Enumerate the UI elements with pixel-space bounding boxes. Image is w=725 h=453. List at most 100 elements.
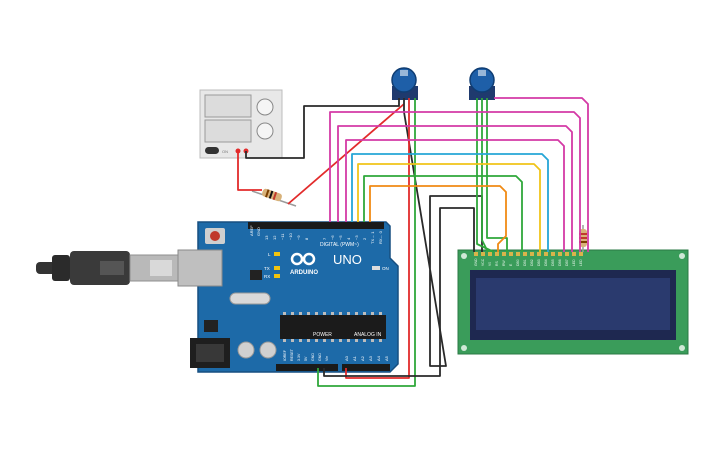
lcd-pin-label: DB2 bbox=[530, 259, 534, 266]
dc-power-supply[interactable]: ON bbox=[199, 89, 283, 159]
digital-pin-label: ~9 bbox=[296, 235, 301, 240]
analog-pin-label: A0 bbox=[344, 355, 349, 361]
wires bbox=[237, 97, 589, 387]
digital-pin-label: 8 bbox=[304, 237, 309, 240]
digital-pin-label: ~6 bbox=[330, 235, 335, 240]
led-rx bbox=[274, 274, 280, 278]
led-l bbox=[274, 252, 280, 256]
wire-cyan bbox=[351, 153, 549, 252]
brand-arduino: ARDUINO bbox=[290, 270, 318, 276]
lcd-pin-label: LED bbox=[579, 259, 583, 266]
analog-pin-label: A1 bbox=[352, 355, 357, 361]
led-rx-label: RX bbox=[264, 274, 270, 279]
digital-pin-label: 12 bbox=[272, 235, 277, 240]
lcd-pin-label: DB1 bbox=[523, 259, 527, 266]
power-pin-labels: IOREF RESET 3.3V 5V GND GND Vin bbox=[283, 348, 329, 361]
crystal-oscillator bbox=[229, 292, 271, 305]
lcd-pin-label: DB4 bbox=[544, 259, 548, 266]
lcd-pin-label: DB5 bbox=[551, 259, 555, 266]
led-tx bbox=[274, 266, 280, 270]
ps-display-2 bbox=[204, 119, 252, 143]
arduino-uno-board[interactable]: L TX RX ON UNO ARDUINO DIGITAL (PWM~) AR… bbox=[177, 221, 399, 373]
wire-yellow bbox=[357, 163, 541, 252]
digital-pin-label: 2 bbox=[362, 237, 367, 240]
on-label: ON bbox=[382, 266, 389, 271]
lcd-pin-label: DB7 bbox=[565, 259, 569, 266]
lcd-pin-labels: GND VCC V0 RS RW E DB0 DB1 DB2 DB3 DB4 D… bbox=[474, 258, 583, 266]
voltage-regulator bbox=[204, 320, 218, 332]
lcd-16x2-display[interactable]: GND VCC V0 RS RW E DB0 DB1 DB2 DB3 DB4 D… bbox=[457, 249, 689, 355]
aref-label: AREF bbox=[249, 225, 254, 236]
wire-green-mid bbox=[363, 175, 523, 252]
arduino-logo-icon bbox=[290, 252, 316, 266]
wire-magenta-2 bbox=[329, 111, 581, 252]
lcd-screen bbox=[476, 278, 670, 330]
ps-knob-current[interactable] bbox=[256, 122, 274, 140]
resistor-2[interactable] bbox=[579, 225, 587, 252]
wire-black-lcd bbox=[323, 207, 475, 377]
lcd-pin-label: DB0 bbox=[516, 259, 520, 266]
lcd-pin-label: GND bbox=[474, 258, 478, 266]
power-pin-label: RESET bbox=[290, 348, 294, 361]
power-pin-label: 3.3V bbox=[297, 353, 301, 361]
wire-green-bottom bbox=[317, 98, 416, 387]
wire-magenta-3 bbox=[337, 125, 573, 252]
digital-pin-label: ~3 bbox=[354, 235, 359, 240]
led-tx-label: TX bbox=[264, 266, 270, 271]
power-pin-label: Vin bbox=[325, 356, 329, 361]
wire-orange bbox=[369, 185, 507, 252]
led-on bbox=[372, 266, 380, 270]
lcd-pin-label: VCC bbox=[481, 258, 485, 266]
wire-red-5v bbox=[345, 98, 410, 379]
wire-black-supply bbox=[245, 98, 400, 159]
lcd-pin-label: RW bbox=[502, 260, 506, 266]
atmega-chip bbox=[280, 315, 386, 339]
lcd-pin-label: DB6 bbox=[558, 259, 562, 266]
analog-pin-label: A4 bbox=[376, 355, 381, 361]
ps-on-label: ON bbox=[222, 149, 228, 154]
lcd-pin-label: V0 bbox=[488, 262, 492, 266]
digital-pin-label: 4 bbox=[346, 237, 351, 240]
digital-label: DIGITAL (PWM~) bbox=[320, 242, 359, 248]
digital-pin-label: ~11 bbox=[280, 233, 285, 240]
lcd-pin-row bbox=[474, 252, 583, 256]
power-pin-label: GND bbox=[311, 353, 315, 361]
digital-header bbox=[248, 222, 384, 229]
digital-pin-label: 7 bbox=[322, 237, 327, 240]
power-pin-label: 5V bbox=[304, 356, 308, 361]
analog-label: ANALOG IN bbox=[354, 332, 382, 338]
ps-knob-voltage[interactable] bbox=[256, 98, 274, 116]
digital-pin-label: 13 bbox=[264, 235, 269, 240]
wire-green-pot2-a bbox=[476, 98, 495, 253]
lcd-pin-label: DB3 bbox=[537, 259, 541, 266]
digital-pin-label: TX→ 1 bbox=[370, 231, 375, 244]
digital-pin-label: RX← 0 bbox=[378, 230, 383, 244]
ps-on-switch[interactable] bbox=[205, 147, 219, 154]
analog-pin-label: A3 bbox=[368, 355, 373, 361]
potentiometer-1[interactable] bbox=[391, 67, 418, 100]
power-pin-label: IOREF bbox=[283, 349, 287, 361]
analog-pin-labels: A0 A1 A2 A3 A4 A5 bbox=[344, 355, 389, 361]
digital-pin-label: ~5 bbox=[338, 235, 343, 240]
power-label: POWER bbox=[313, 332, 332, 338]
digital-pin-label: ~10 bbox=[288, 232, 293, 240]
power-header bbox=[276, 364, 338, 371]
wire-green-pot2-c bbox=[486, 98, 508, 252]
lcd-pin-label: RS bbox=[495, 261, 499, 266]
usb-chip bbox=[250, 270, 262, 280]
lcd-pin-label: E bbox=[509, 263, 513, 266]
brand-uno: UNO bbox=[333, 252, 362, 267]
gnd-top-label: GND bbox=[256, 227, 261, 236]
wire-magenta-1 bbox=[494, 97, 589, 252]
lcd-pin-label: LED bbox=[572, 259, 576, 266]
wire-red-supply bbox=[237, 151, 262, 191]
usb-jack bbox=[177, 249, 223, 287]
analog-pin-label: A5 bbox=[384, 355, 389, 361]
led-l-label: L bbox=[268, 252, 271, 257]
analog-header bbox=[342, 364, 390, 371]
digital-pin-labels: 13 12 ~11 ~10 ~9 8 7 ~6 ~5 4 ~3 2 TX→ 1 … bbox=[264, 230, 383, 244]
wire-green-pot2-b bbox=[481, 98, 489, 253]
potentiometer-2[interactable] bbox=[469, 67, 495, 100]
power-pin-label: GND bbox=[318, 353, 322, 361]
